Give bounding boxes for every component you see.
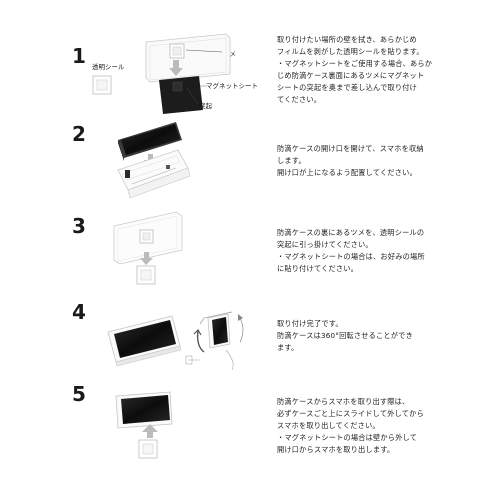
- step-5-arrow-icon: [142, 424, 158, 438]
- case-back-outline-illustration: [113, 211, 183, 265]
- step-3-arrow-icon: [140, 252, 153, 265]
- step-2-illustration: [117, 122, 191, 199]
- step-1-text: 取り付けたい場所の壁を拭き、あらかじめ フィルムを剥がした透明シールを貼ります。…: [277, 35, 433, 104]
- step-1-number: 1: [72, 44, 86, 68]
- step-4-number: 4: [72, 300, 86, 324]
- step-2-number: 2: [72, 122, 86, 146]
- case-back-illustration: [145, 33, 231, 83]
- magnet-sheet-illustration: [159, 76, 207, 114]
- step-5-text: 防滴ケースからスマホを取り出す際は、 必ずケースごと上にスライドして外してから …: [277, 397, 424, 454]
- magnet-sheet-label: マグネットシート: [206, 82, 258, 90]
- protrusion-label: 突起: [199, 102, 212, 110]
- rotation-illustration: [185, 311, 244, 371]
- step-3-number: 3: [72, 214, 86, 238]
- step-1-illustration: [92, 33, 231, 114]
- mounted-case-illustration: [107, 315, 182, 367]
- clear-seal-illustration: [92, 75, 112, 95]
- clear-seal-on-wall-illustration: [136, 265, 156, 285]
- clear-seal-wall-illustration: [138, 439, 158, 459]
- step-3-text: 防滴ケースの裏にあるツメを、透明シールの 突起に引っ掛けてください。 ・マグネッ…: [277, 228, 425, 273]
- step-5-illustration: [115, 391, 173, 459]
- case-slide-up-illustration: [115, 391, 173, 429]
- open-case-illustration: [117, 149, 191, 199]
- step-4-illustration: [107, 311, 244, 371]
- smartphone-illustration: [118, 122, 182, 161]
- step-2-text: 防滴ケースの開け口を開けて、スマホを収納 します。 開け口が上になるよう配置して…: [277, 144, 424, 177]
- step-4-text: 取り付け完了です。 防滴ケースは360°回転させることができ ます。: [277, 319, 413, 352]
- clear-seal-label: 透明シール: [92, 63, 125, 71]
- step-5-number: 5: [72, 382, 86, 406]
- step-1-arrow-icon: [169, 60, 183, 76]
- step-3-illustration: [113, 211, 183, 285]
